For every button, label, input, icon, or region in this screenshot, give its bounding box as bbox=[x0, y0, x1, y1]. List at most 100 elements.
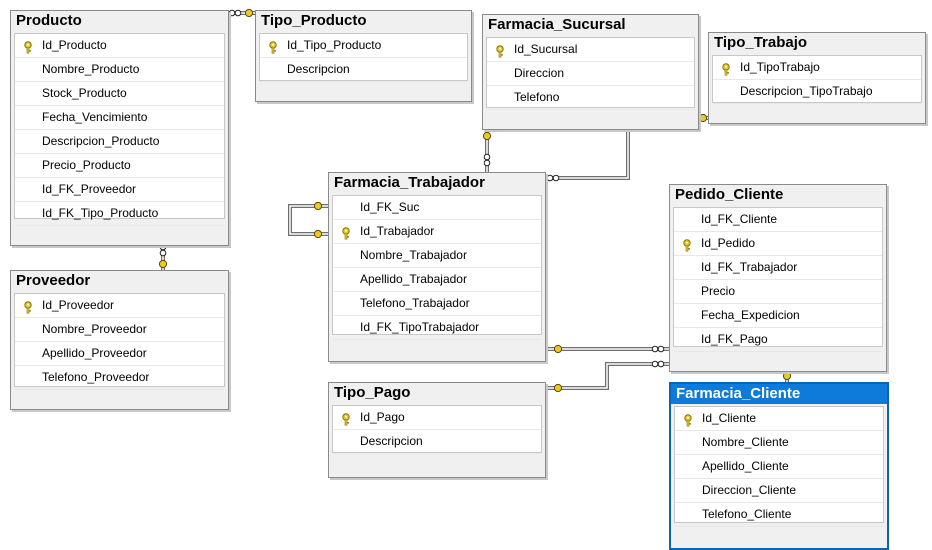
column-name: Apellido_Proveedor bbox=[42, 346, 147, 360]
link-sucursal-trabajador-2-core bbox=[545, 129, 629, 179]
column-row[interactable]: Nombre_Cliente bbox=[675, 431, 883, 455]
column-row[interactable]: Stock_Producto bbox=[15, 82, 224, 106]
column-row[interactable]: Fecha_Expedicion bbox=[674, 304, 882, 328]
column-name: Nombre_Proveedor bbox=[42, 322, 147, 336]
column-row[interactable]: Id_FK_Suc bbox=[333, 196, 541, 220]
column-row[interactable]: Id_FK_Pago bbox=[674, 328, 882, 352]
column-row[interactable]: Fecha_Vencimiento bbox=[15, 106, 224, 130]
many-end-icon bbox=[159, 249, 167, 257]
column-row[interactable]: Id_Trabajador bbox=[333, 220, 541, 244]
column-name: Descripcion_Producto bbox=[42, 134, 160, 148]
column-row[interactable]: Telefono_Trabajador bbox=[333, 292, 541, 316]
column-row[interactable]: Id_FK_Cliente bbox=[674, 208, 882, 232]
column-row[interactable]: Apellido_Proveedor bbox=[15, 342, 224, 366]
column-name: Telefono_Cliente bbox=[702, 507, 792, 521]
column-row[interactable]: Nombre_Trabajador bbox=[333, 244, 541, 268]
column-name: Id_FK_Trabajador bbox=[701, 260, 798, 274]
column-name: Id_Pago bbox=[360, 410, 405, 424]
table-title[interactable]: Tipo_Pago bbox=[329, 383, 545, 403]
column-row[interactable]: Direccion_Cliente bbox=[675, 479, 883, 503]
key-end-icon bbox=[244, 8, 254, 18]
column-row[interactable]: Nombre_Producto bbox=[15, 58, 224, 82]
column-row[interactable]: Id_Pedido bbox=[674, 232, 882, 256]
column-name: Nombre_Cliente bbox=[702, 435, 789, 449]
many-end-icon bbox=[228, 9, 236, 17]
many-end-icon bbox=[546, 174, 554, 182]
column-row[interactable]: Id_Tipo_Producto bbox=[260, 34, 467, 58]
primary-key-icon bbox=[681, 237, 693, 252]
column-row[interactable]: Telefono_Cliente bbox=[675, 503, 883, 527]
column-row[interactable]: Descripcion_TipoTrabajo bbox=[713, 80, 921, 104]
column-name: Nombre_Producto bbox=[42, 62, 140, 76]
column-row[interactable]: Id_Proveedor bbox=[15, 294, 224, 318]
primary-key-icon bbox=[340, 225, 352, 240]
many-end-icon bbox=[483, 159, 491, 167]
table-title[interactable]: Tipo_Trabajo bbox=[709, 33, 925, 53]
column-row[interactable]: Id_FK_TipoTrabajador bbox=[333, 316, 541, 340]
column-row[interactable]: Precio_Producto bbox=[15, 154, 224, 178]
column-row[interactable]: Id_Producto bbox=[15, 34, 224, 58]
column-row[interactable]: Telefono_Proveedor bbox=[15, 366, 224, 390]
column-row[interactable]: Descripcion bbox=[260, 58, 467, 82]
column-name: Precio bbox=[701, 284, 736, 298]
table-title[interactable]: Farmacia_Cliente bbox=[671, 384, 887, 404]
column-name: Fecha_Expedicion bbox=[701, 308, 800, 322]
column-row[interactable]: Id_TipoTrabajo bbox=[713, 56, 921, 80]
column-row[interactable]: Id_FK_Tipo_Producto bbox=[15, 202, 224, 226]
table-title[interactable]: Producto bbox=[11, 11, 228, 31]
column-name: Apellido_Trabajador bbox=[360, 272, 467, 286]
many-end-icon bbox=[651, 345, 659, 353]
link-pago-pedido[interactable] bbox=[545, 362, 669, 390]
column-name: Id_FK_Suc bbox=[360, 200, 420, 214]
table-title[interactable]: Tipo_Producto bbox=[256, 11, 471, 31]
column-row[interactable]: Id_FK_Proveedor bbox=[15, 178, 224, 202]
column-row[interactable]: Direccion bbox=[487, 62, 694, 86]
many-end-icon bbox=[552, 174, 560, 182]
primary-key-icon bbox=[682, 412, 694, 427]
column-name: Telefono bbox=[514, 90, 560, 104]
many-end-icon bbox=[483, 153, 491, 161]
primary-key-icon bbox=[22, 39, 34, 54]
column-row[interactable]: Precio bbox=[674, 280, 882, 304]
column-name: Nombre_Trabajador bbox=[360, 248, 467, 262]
column-name: Id_Sucursal bbox=[514, 42, 578, 56]
column-name: Id_Trabajador bbox=[360, 224, 435, 238]
primary-key-icon bbox=[494, 43, 506, 58]
table-title[interactable]: Pedido_Cliente bbox=[670, 185, 886, 205]
column-row[interactable]: Descripcion_Producto bbox=[15, 130, 224, 154]
key-end-icon bbox=[313, 201, 323, 211]
column-row[interactable]: Apellido_Cliente bbox=[675, 455, 883, 479]
column-name: Id_Producto bbox=[42, 38, 107, 52]
table-title[interactable]: Farmacia_Sucursal bbox=[483, 15, 698, 35]
link-sucursal-trabajador-2[interactable] bbox=[545, 129, 630, 180]
column-row[interactable]: Descripcion bbox=[333, 430, 541, 454]
column-name: Apellido_Cliente bbox=[702, 459, 789, 473]
column-row[interactable]: Id_Sucursal bbox=[487, 38, 694, 62]
column-row[interactable]: Telefono bbox=[487, 86, 694, 110]
column-name: Descripcion bbox=[287, 62, 350, 76]
column-row[interactable]: Nombre_Proveedor bbox=[15, 318, 224, 342]
column-row[interactable]: Id_FK_Trabajador bbox=[674, 256, 882, 280]
column-row[interactable]: Id_Cliente bbox=[675, 407, 883, 431]
column-row[interactable]: Id_Pago bbox=[333, 406, 541, 430]
column-name: Id_Tipo_Producto bbox=[287, 38, 382, 52]
column-row[interactable]: Apellido_Trabajador bbox=[333, 268, 541, 292]
table-title[interactable]: Proveedor bbox=[11, 271, 228, 291]
table-title[interactable]: Farmacia_Trabajador bbox=[329, 173, 545, 193]
many-end-icon bbox=[657, 360, 665, 368]
link-trabajador-self[interactable] bbox=[288, 204, 328, 236]
key-end-icon bbox=[482, 131, 492, 141]
